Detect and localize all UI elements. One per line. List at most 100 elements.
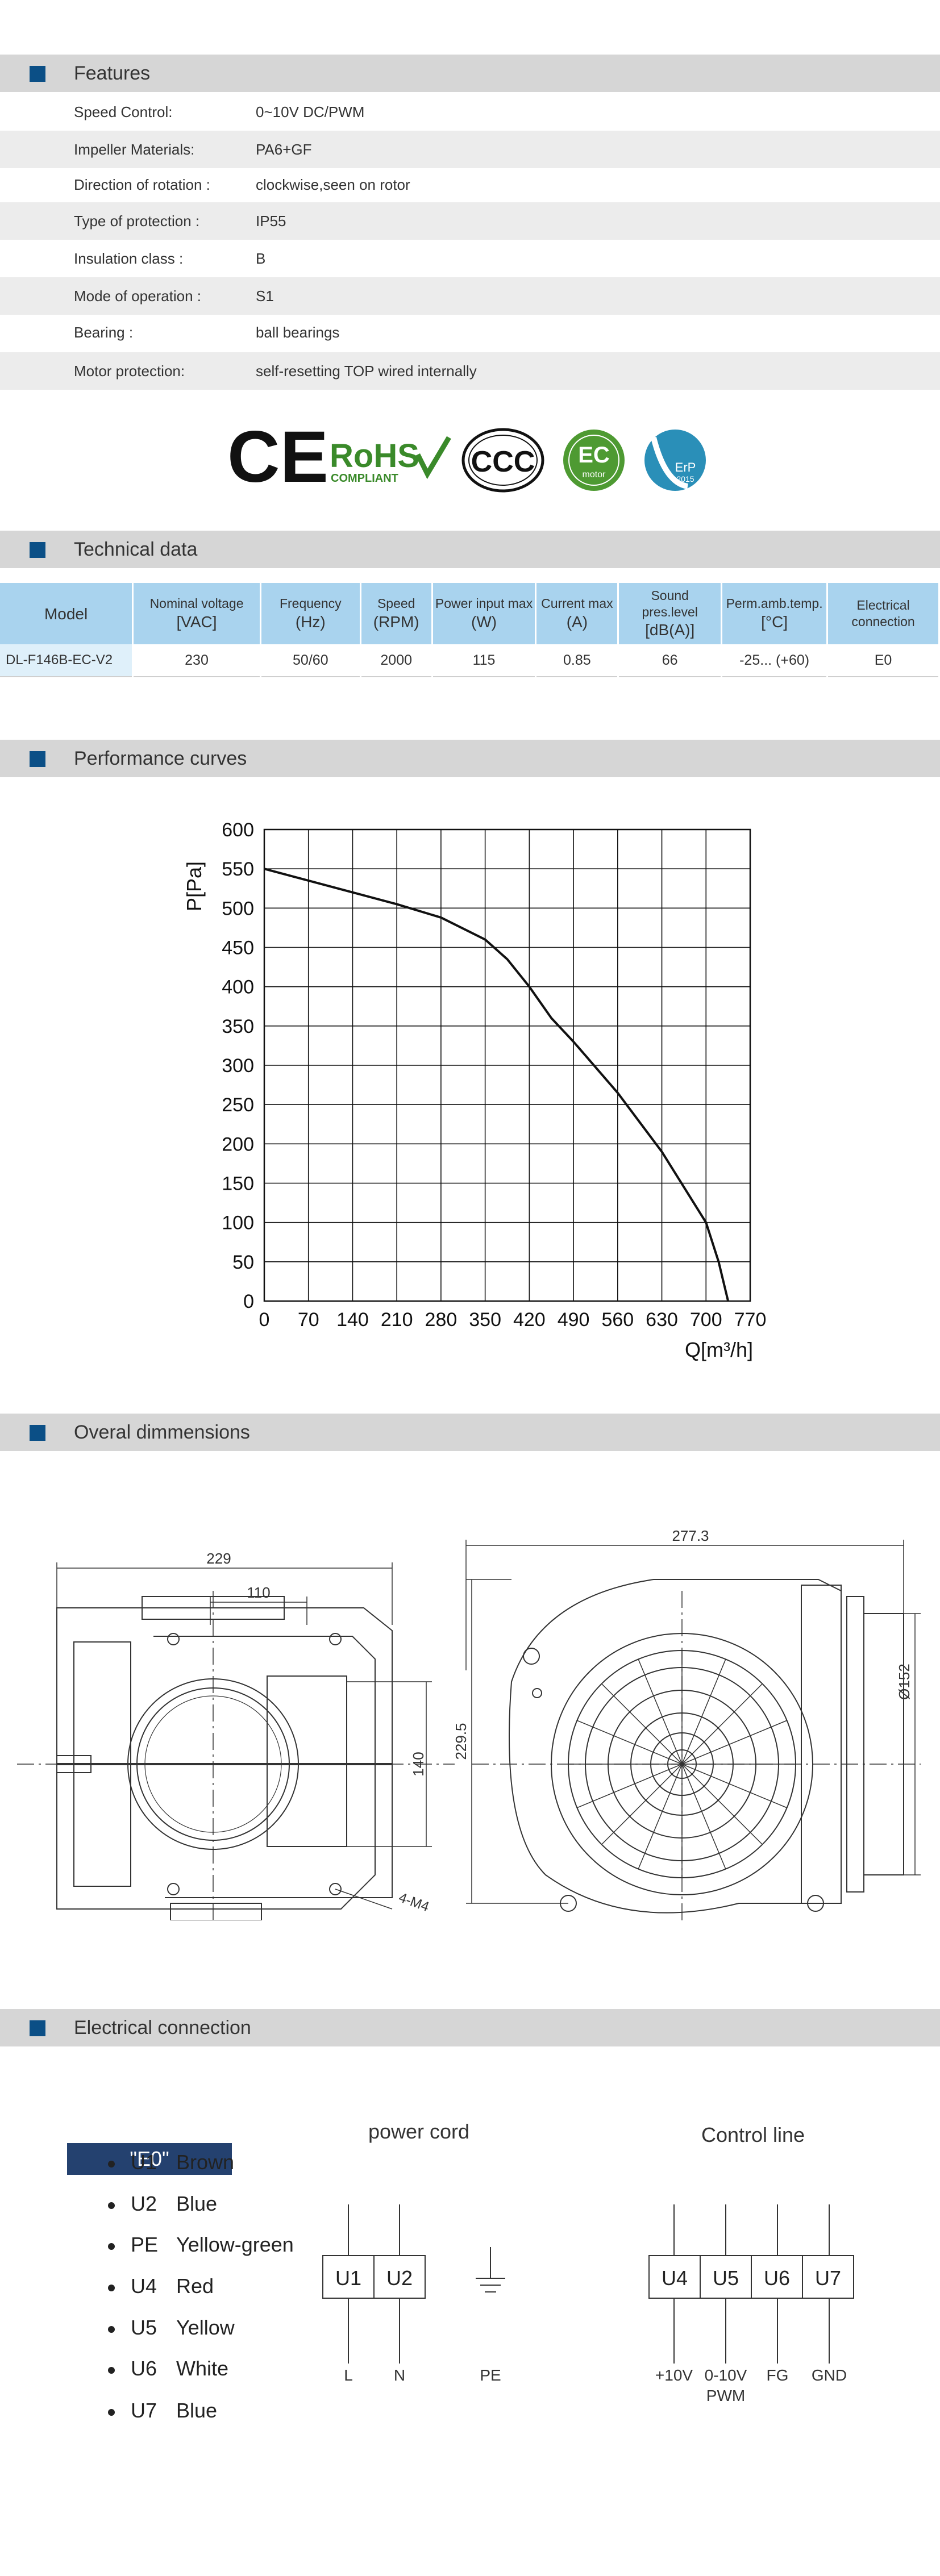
dim-110: 110 [247, 1584, 270, 1601]
feature-row: Type of protection :IP55 [0, 202, 940, 240]
dim-152: Ø152 [896, 1664, 913, 1700]
y-tick-label: 250 [222, 1094, 254, 1116]
feature-row: Motor protection:self-resetting TOP wire… [0, 352, 940, 390]
svg-text:U7: U7 [815, 2266, 841, 2290]
side-dimension-lines [465, 1540, 921, 1904]
technical-table: Model Nominal voltage[VAC] Frequency(Hz)… [0, 583, 940, 677]
svg-text:+10V: +10V [655, 2366, 693, 2384]
svg-text:U5: U5 [713, 2266, 739, 2290]
dim-229-5: 229.5 [452, 1723, 469, 1760]
y-tick-label: 500 [222, 898, 254, 919]
side-view-drawing [472, 1579, 921, 1920]
feature-row: Mode of operation :S1 [0, 277, 940, 315]
y-tick-label: 150 [222, 1173, 254, 1195]
svg-text:0-10V: 0-10V [705, 2366, 747, 2384]
svg-text:motor: motor [583, 470, 606, 480]
svg-text:2015: 2015 [676, 474, 694, 483]
svg-text:CCC: CCC [471, 445, 535, 478]
y-axis-label: P[Pa] [182, 861, 206, 911]
feature-row: Impeller Materials:PA6+GF [0, 131, 940, 168]
performance-header: Performance curves [0, 740, 940, 777]
col-header: Current max(A) [535, 583, 619, 644]
col-header: Frequency(Hz) [260, 583, 361, 644]
performance-curve [264, 868, 730, 1302]
dim-229: 229 [206, 1550, 231, 1567]
x-tick-label: 280 [425, 1309, 457, 1331]
control-line-title: Control line [701, 2123, 805, 2146]
y-tick-label: 600 [222, 819, 254, 841]
table-header-row: Model Nominal voltage[VAC] Frequency(Hz)… [0, 583, 940, 644]
svg-text:U4: U4 [662, 2266, 688, 2290]
dim-277: 277.3 [672, 1527, 709, 1544]
svg-text:L: L [344, 2366, 353, 2384]
x-tick-label: 140 [336, 1309, 369, 1331]
x-tick-label: 700 [690, 1309, 722, 1331]
svg-text:ErP: ErP [675, 460, 696, 474]
power-cord-title: power cord [368, 2120, 469, 2143]
svg-text:EC: EC [578, 443, 610, 468]
svg-text:COMPLIANT: COMPLIANT [331, 472, 398, 485]
feature-row: Speed Control:0~10V DC/PWM [74, 103, 365, 120]
y-tick-label: 0 [243, 1291, 254, 1312]
section-marker [30, 1425, 45, 1441]
x-tick-label: 0 [259, 1309, 270, 1331]
col-header: Speed(RPM) [360, 583, 433, 644]
ce-logo: CE [227, 416, 328, 498]
terminal-u7 [802, 2255, 854, 2299]
features-header: Features [0, 55, 940, 92]
dimensions-title: Overal dimmensions [74, 1422, 250, 1443]
technical-header: Technical data [0, 531, 940, 568]
x-tick-label: 490 [558, 1309, 590, 1331]
dim-140: 140 [410, 1752, 427, 1776]
y-tick-label: 300 [222, 1055, 254, 1077]
svg-text:PE: PE [480, 2366, 501, 2384]
dimension-drawings: 229 110 140 4-M4 277.3 229.5 Ø152 [17, 1527, 921, 1920]
svg-text:RoHS: RoHS [330, 437, 419, 474]
electrical-header: Electrical connection [0, 2009, 940, 2046]
ground-icon [476, 2247, 505, 2292]
technical-title: Technical data [74, 539, 198, 560]
erp-logo: ErP 2015 [644, 430, 706, 491]
col-header: Perm.amb.temp.[°C] [721, 583, 829, 644]
y-tick-label: 550 [222, 858, 254, 880]
svg-text:PWM: PWM [706, 2387, 745, 2404]
front-dimension-lines [56, 1562, 432, 1910]
terminal-u2 [373, 2255, 426, 2299]
feature-row: Insulation class :B [74, 250, 266, 267]
feature-row: Bearing :ball bearings [74, 324, 340, 341]
col-header: Nominal voltage[VAC] [132, 583, 261, 644]
svg-text:U6: U6 [764, 2266, 790, 2290]
x-tick-label: 770 [734, 1309, 767, 1331]
x-tick-label: 210 [381, 1309, 413, 1331]
y-tick-label: 200 [222, 1133, 254, 1155]
x-tick-label: 350 [469, 1309, 501, 1331]
section-marker [30, 542, 45, 558]
y-tick-label: 350 [222, 1016, 254, 1037]
svg-text:GND: GND [812, 2366, 847, 2384]
dimensions-header: Overal dimmensions [0, 1414, 940, 1451]
svg-text:CE: CE [227, 416, 328, 498]
svg-text:U2: U2 [386, 2266, 413, 2290]
svg-text:FG: FG [767, 2366, 789, 2384]
control-line-diagram: Control line U4 U5 U6 U7 +10V 0-10V PWM … [648, 2123, 854, 2404]
certification-logos: CE RoHS COMPLIANT CCC EC motor ErP 2015 [227, 416, 706, 498]
features-title: Features [74, 62, 151, 84]
col-header: Electrical connection [827, 583, 940, 644]
x-tick-label: 630 [646, 1309, 678, 1331]
section-marker [30, 2020, 45, 2036]
col-header: Model [0, 583, 134, 644]
svg-text:N: N [394, 2366, 405, 2384]
feature-row: Direction of rotation :clockwise,seen on… [74, 176, 410, 193]
front-view-drawing [17, 1591, 455, 1920]
x-tick-label: 560 [601, 1309, 634, 1331]
section-marker [30, 751, 45, 767]
table-row: DL-F146B-EC-V2 230 50/60 2000 115 0.85 6… [0, 644, 940, 677]
y-tick-label: 450 [222, 937, 254, 959]
